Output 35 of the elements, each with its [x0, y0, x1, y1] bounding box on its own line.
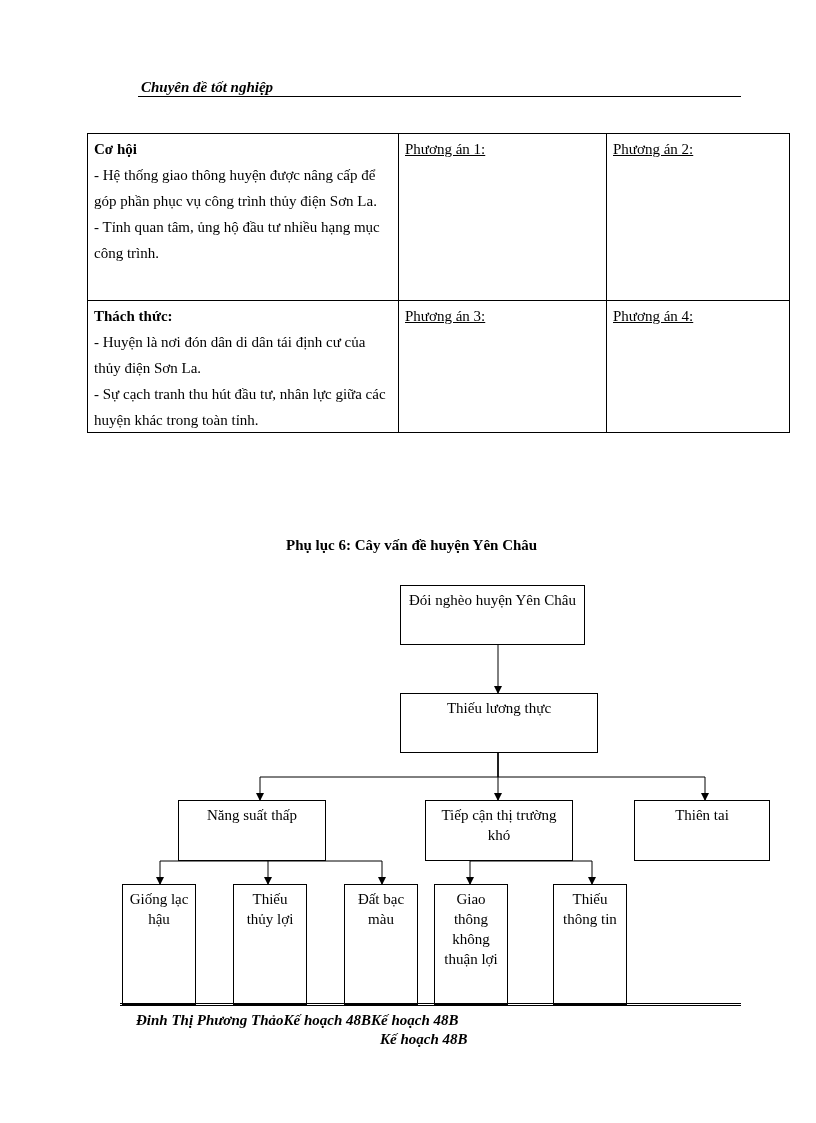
- problem-box: [233, 884, 307, 1005]
- page-header: Chuyên đề tốt nghiệp: [141, 78, 274, 97]
- problem-box: [425, 800, 573, 861]
- box-label: Giống lạc hậu: [128, 890, 190, 929]
- box-label: Thiên tai: [674, 806, 730, 825]
- problem-box: [434, 884, 508, 1005]
- box-label: Tiếp cận thị trường khó: [440, 806, 558, 845]
- cell-text: Phương án 3:: [405, 307, 487, 326]
- box-label: Giao thông không thuận lợi: [443, 890, 499, 969]
- box-label: Đất bạc màu: [356, 890, 406, 929]
- box-label: Thiếu lương thực: [445, 699, 553, 718]
- problem-box: [400, 693, 598, 753]
- problem-box: [400, 585, 585, 645]
- box-label: Thiếu thông tin: [562, 890, 618, 929]
- diagram-title: Phụ lục 6: Cây vấn đề huyện Yên Châu: [286, 536, 538, 555]
- cell-heading: Thách thức:: [94, 307, 174, 326]
- box-label: Thiếu thủy lợi: [245, 890, 295, 929]
- cell-text: Phương án 1:: [405, 140, 487, 159]
- cell-text: - Huyện là nơi đón dân di dân tái định cư của thủy điện Sơn La.: [94, 333, 367, 378]
- cell-heading: Cơ hội: [94, 140, 138, 159]
- arrow: [264, 860, 272, 885]
- cell-text: Phương án 2:: [613, 140, 695, 159]
- problem-box: [344, 884, 418, 1005]
- cell-text: - Tỉnh quan tâm, ủng hộ đầu tư nhiều hạng mục công trình.: [94, 218, 381, 263]
- box-label: Năng suất thấp: [206, 806, 298, 825]
- problem-box: [178, 800, 326, 861]
- cell-text: - Hệ thống giao thông huyện được nâng cấp để góp phần phục vụ công trình thủy điện Sơn La.: [94, 166, 378, 211]
- problem-box: [634, 800, 770, 861]
- problem-box: [122, 884, 196, 1005]
- arrow: [497, 752, 709, 801]
- problem-box: [553, 884, 627, 1005]
- cell-text: Phương án 4:: [613, 307, 695, 326]
- cell-text: - Sự cạch tranh thu hút đầu tư, nhân lực giữa các huyện khác trong toàn tỉnh.: [94, 385, 387, 430]
- arrow: [494, 644, 502, 694]
- box-label: Đói nghèo huyện Yên Châu: [408, 591, 577, 610]
